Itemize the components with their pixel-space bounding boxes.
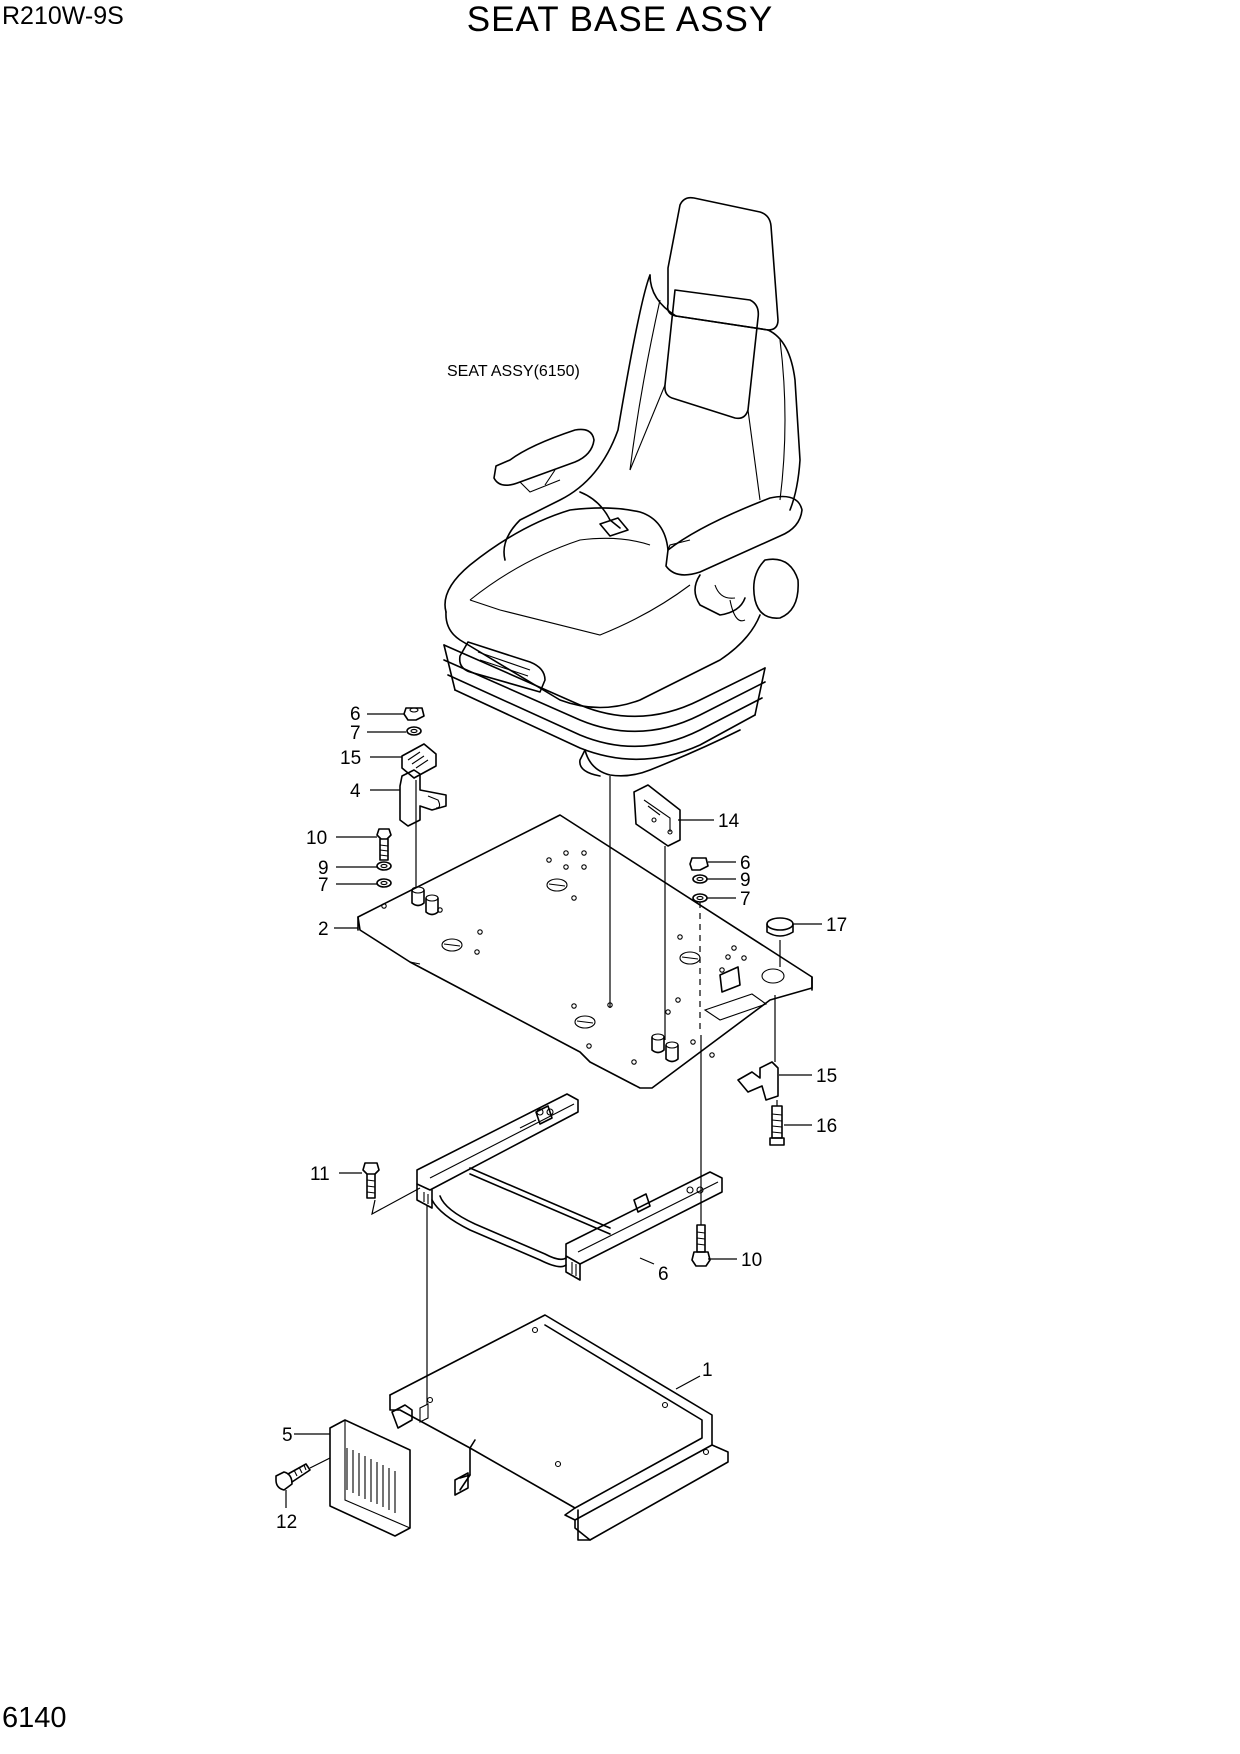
seat-assy-reference-label: SEAT ASSY(6150) [447,363,580,380]
callout-15: 15 [816,1066,837,1087]
callout-7-right: 6 [740,853,751,874]
callout-5: 5 [282,1425,293,1446]
page-title: SEAT BASE ASSY [466,0,774,39]
callout-8-left: 7 [318,875,329,896]
callout-9-right: 9 [740,870,751,891]
callout-11: 11 [310,1164,330,1185]
right-hardware-stack [633,784,794,1146]
callout-6: 6 [658,1264,669,1285]
page-number: 6140 [2,1702,67,1734]
callout-7-upper: 6 [350,704,361,725]
seat-assembly-illustration: SEAT ASSY(6150) [443,196,803,1008]
callout-12: 12 [276,1512,297,1533]
callout-numbers: 6 7 15 4 10 9 7 2 14 6 9 7 17 15 16 11 6… [276,704,847,1533]
callout-4: 4 [350,781,361,802]
callout-13: 14 [718,811,740,832]
callout-14: 15 [340,748,361,769]
callout-8-right: 7 [740,889,751,910]
left-hardware-stack [376,707,447,888]
seat-box [389,1314,729,1541]
callout-8-upper: 7 [350,723,361,744]
slide-rail-assembly [362,1035,723,1405]
model-number: R210W-9S [2,2,124,30]
callout-9-left: 9 [318,858,329,879]
callout-10-upper: 10 [306,828,327,849]
callout-2: 2 [318,919,329,940]
callout-1: 1 [702,1360,713,1381]
callout-10-lower: 10 [741,1250,762,1271]
ventilation-cover [275,1419,411,1537]
callout-17: 17 [826,915,847,936]
callout-16: 16 [816,1116,837,1137]
callout-leaders [285,713,822,1508]
